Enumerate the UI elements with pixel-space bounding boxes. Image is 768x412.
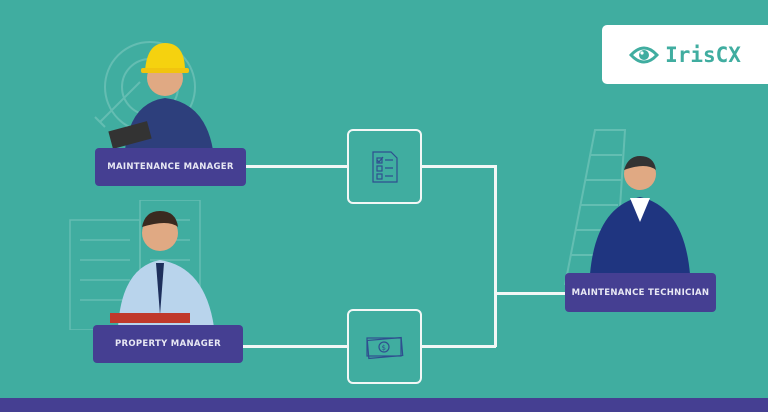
checklist-box <box>347 129 422 204</box>
maintenance-manager-photo <box>108 43 213 150</box>
connector-line <box>421 165 496 168</box>
connector-line <box>494 165 497 347</box>
logo-text: IrisCX <box>665 42 741 67</box>
node-maintenance-technician: MAINTENANCE TECHNICIAN <box>565 273 716 312</box>
eye-icon <box>629 46 660 63</box>
connector-line <box>246 165 348 168</box>
money-box: $ <box>347 309 422 384</box>
svg-text:$: $ <box>381 344 385 352</box>
maintenance-technician-photo <box>590 156 690 274</box>
connector-line <box>494 292 566 295</box>
checklist-icon <box>371 150 398 183</box>
bottom-bar <box>0 398 768 412</box>
node-property-manager: PROPERTY MANAGER <box>93 325 243 363</box>
money-icon: $ <box>365 336 403 359</box>
connector-line <box>421 345 496 348</box>
ladder-decoration-icon <box>564 129 627 285</box>
iriscx-logo: IrisCX <box>602 25 768 84</box>
node-maintenance-manager: MAINTENANCE MANAGER <box>95 148 246 186</box>
connector-line <box>243 345 348 348</box>
property-manager-photo <box>110 211 214 327</box>
